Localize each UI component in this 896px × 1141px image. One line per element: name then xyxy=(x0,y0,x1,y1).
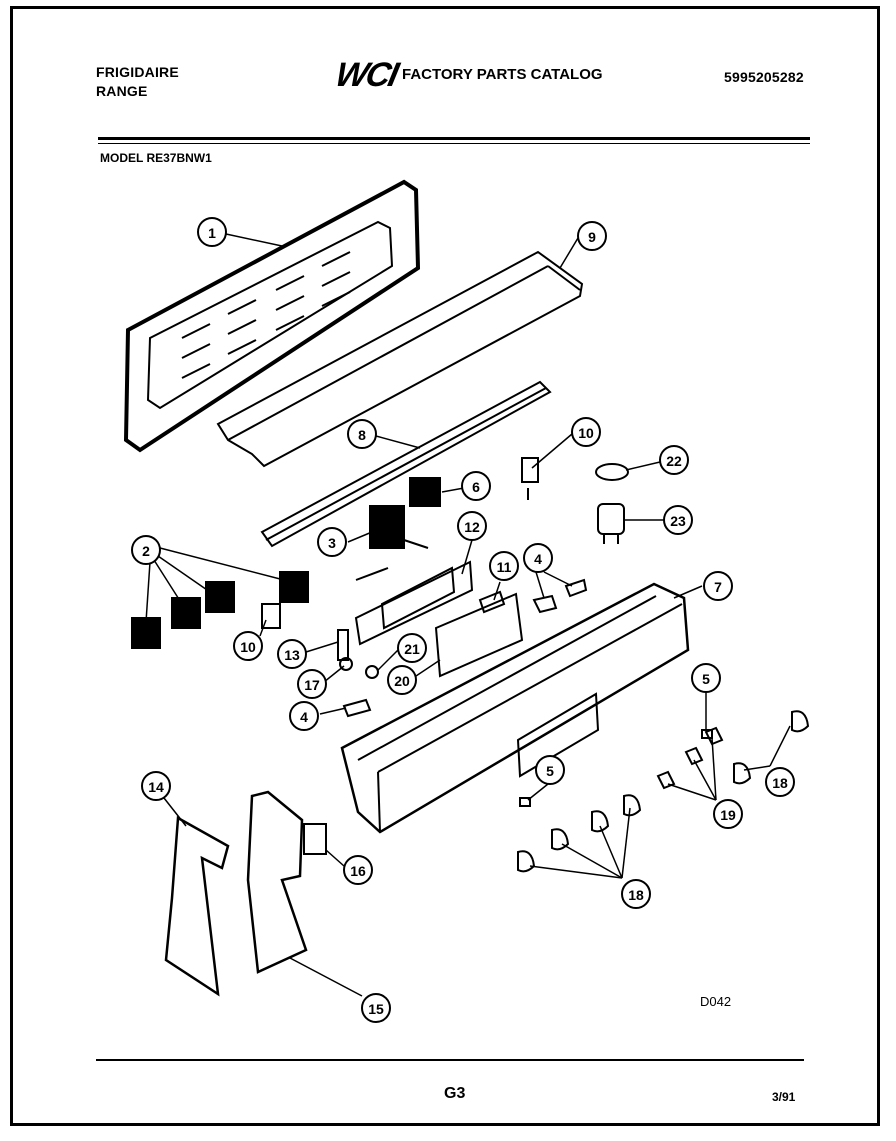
callout-16: 16 xyxy=(350,863,366,879)
small-knob-part-2 xyxy=(684,746,704,766)
small-knob-part-3 xyxy=(656,770,676,790)
model-number: MODEL RE37BNW1 xyxy=(100,151,212,165)
callout-20: 20 xyxy=(394,673,410,689)
control-panel-part xyxy=(340,582,690,834)
knob-part-lower-2 xyxy=(591,810,610,833)
callout-7: 7 xyxy=(714,579,722,595)
callout-5a: 5 xyxy=(702,671,710,687)
clip-part-upper-b xyxy=(564,578,588,598)
callout-13: 13 xyxy=(284,647,300,663)
callout-21: 21 xyxy=(404,641,420,657)
callout-12: 12 xyxy=(464,519,480,535)
callout-5b: 5 xyxy=(546,763,554,779)
control-board-part xyxy=(354,560,474,646)
callout-18a: 18 xyxy=(772,775,788,791)
page-border xyxy=(10,6,880,1126)
header-rule-thin xyxy=(98,143,810,144)
trim-channel-part xyxy=(216,250,584,468)
clip-5-lower xyxy=(519,797,531,807)
callout-19: 19 xyxy=(720,807,736,823)
callout-15: 15 xyxy=(368,1001,384,1017)
switch-part xyxy=(409,477,441,507)
catalog-title: FACTORY PARTS CATALOG xyxy=(402,66,603,83)
product-type: RANGE xyxy=(96,83,148,99)
oven-door-panel-part xyxy=(123,179,421,453)
callout-2: 2 xyxy=(142,543,150,559)
footer-rule xyxy=(96,1059,804,1061)
relay-part xyxy=(355,505,429,581)
callout-circles xyxy=(131,217,795,1023)
nut-part xyxy=(365,665,379,679)
bracket-part-top xyxy=(521,457,539,500)
indicator-light-part xyxy=(595,463,629,481)
callout-14: 14 xyxy=(148,779,164,795)
callout-6: 6 xyxy=(472,479,480,495)
catalog-part-number: 5995205282 xyxy=(724,69,804,85)
callout-23: 23 xyxy=(670,513,686,529)
header-rule xyxy=(98,137,810,140)
clip-5-upper xyxy=(701,729,713,739)
callout-9: 9 xyxy=(588,229,596,245)
washer-part xyxy=(339,657,353,671)
callout-18b: 18 xyxy=(628,887,644,903)
catalog-date: 3/91 xyxy=(772,1090,796,1104)
diagram-code: D042 xyxy=(700,994,732,1009)
knob-part-upper-1 xyxy=(791,710,810,733)
callout-17: 17 xyxy=(304,677,320,693)
knob-part-upper-2 xyxy=(733,762,752,785)
brand-name: FRIGIDAIRE xyxy=(96,64,179,80)
infinite-switches-part xyxy=(131,571,309,649)
side-trim-part xyxy=(164,815,230,997)
callout-1: 1 xyxy=(208,225,216,241)
small-knob-part-1 xyxy=(704,726,724,746)
page-number: G3 xyxy=(444,1085,466,1102)
light-tube-part xyxy=(260,380,552,548)
callout-8: 8 xyxy=(358,427,366,443)
clip-part-lower xyxy=(342,698,372,718)
callout-10b: 10 xyxy=(240,639,256,655)
callout-22: 22 xyxy=(666,453,682,469)
knob-part-lower-3 xyxy=(551,828,570,851)
callout-4a: 4 xyxy=(534,551,542,567)
callout-4b: 4 xyxy=(300,709,308,725)
capacitor-part xyxy=(597,503,625,544)
clip-part-upper xyxy=(532,594,558,614)
timer-bracket-part xyxy=(434,590,524,678)
mounting-bracket-part xyxy=(303,823,327,855)
knob-part-lower-4 xyxy=(517,850,536,873)
leader-lines xyxy=(145,233,791,997)
callout-11: 11 xyxy=(497,559,512,575)
callout-3: 3 xyxy=(328,535,336,551)
callout-10a: 10 xyxy=(578,425,594,441)
knob-part-lower-1 xyxy=(623,794,642,817)
terminal-part xyxy=(337,629,349,661)
callout-numbers: 1 9 8 10 22 23 6 3 12 11 4 7 2 10 13 17 … xyxy=(142,225,788,1017)
end-panel-part xyxy=(246,790,308,974)
bracket-part-lower xyxy=(261,603,281,629)
